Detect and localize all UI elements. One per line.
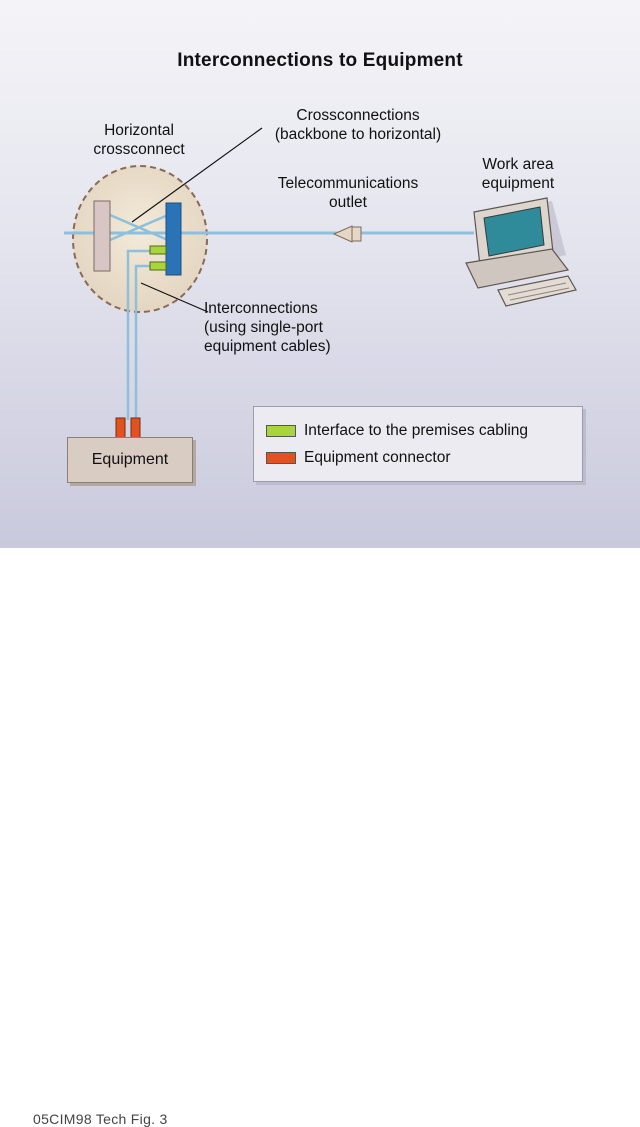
diagram-graphic <box>64 127 577 440</box>
diagram-canvas: Interconnections to Equipment <box>0 0 640 548</box>
horizontal-crossconnect-label: Horizontal crossconnect <box>93 122 185 158</box>
leader-line <box>131 127 263 223</box>
legend-swatch-green <box>266 425 296 437</box>
computer-icon <box>465 197 577 307</box>
interface-connector <box>149 245 167 255</box>
equipment-cable <box>134 264 150 420</box>
equipment-label: Equipment <box>91 451 169 468</box>
diagram-title: Interconnections to Equipment <box>177 50 463 71</box>
leader-line <box>140 282 209 313</box>
equipment-cable <box>126 249 150 420</box>
legend: Interface to the premises cabling Equipm… <box>253 406 583 482</box>
interface-connector <box>149 261 167 271</box>
legend-item-interface: Interface to the premises cabling <box>266 421 528 441</box>
telecom-outlet-icon <box>332 225 362 243</box>
legend-swatch-red <box>266 452 296 464</box>
work-area-equipment-label: Work area equipment <box>481 156 555 192</box>
interconnections-label: Interconnections (using single-port equi… <box>204 300 331 355</box>
telecom-outlet-label: Telecommunications outlet <box>277 175 419 211</box>
legend-item-equipment-connector: Equipment connector <box>266 448 450 468</box>
backbone-panel <box>93 200 111 272</box>
figure-caption: 05CIM98 Tech Fig. 3 <box>33 1111 168 1127</box>
equipment-connector <box>130 417 141 440</box>
horizontal-panel <box>165 202 182 276</box>
crossconnect-jumper <box>109 213 169 242</box>
footer: 05CIM98 Tech Fig. 3 <box>0 548 640 1127</box>
equipment-connector <box>115 417 126 440</box>
equipment-box: Equipment <box>67 437 193 483</box>
crossconnect-ellipse <box>72 165 208 313</box>
crossconnections-label: Crossconnections (backbone to horizontal… <box>274 107 442 143</box>
